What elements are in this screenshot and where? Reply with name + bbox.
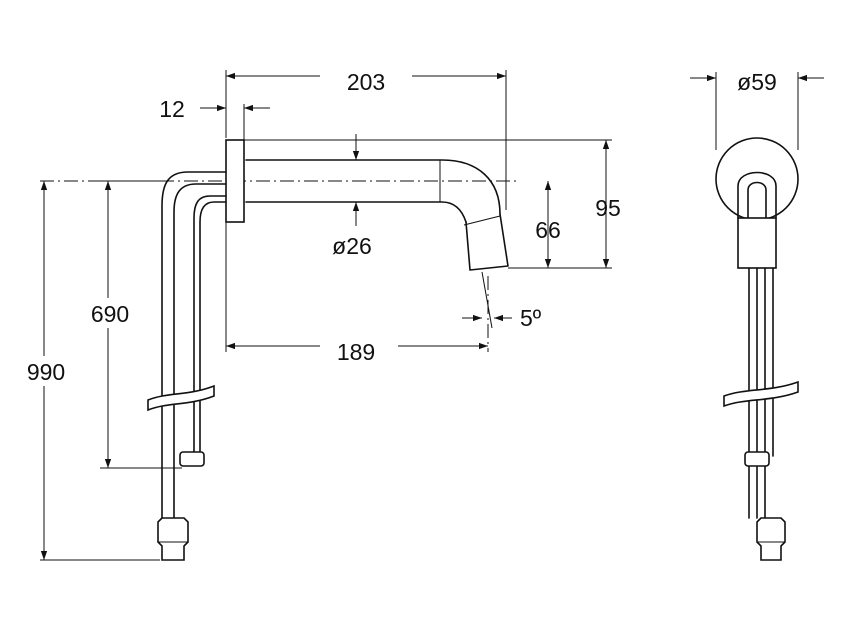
dim-diameter-26: ø26 — [332, 233, 372, 259]
front-nozzle — [737, 217, 777, 269]
supply-tube-inner-back — [199, 201, 227, 457]
dim-203: 203 — [347, 69, 385, 95]
front-spout-loop — [737, 171, 777, 219]
wall-flange — [225, 139, 245, 223]
nozzle-band — [463, 215, 501, 226]
dim-12: 12 — [159, 96, 185, 122]
tube-clip — [179, 451, 205, 467]
bottom-connector — [157, 517, 189, 561]
dim-189: 189 — [337, 339, 375, 365]
side-view: 203 12 ø26 95 66 189 5º 690 — [18, 69, 621, 561]
dim-66: 66 — [535, 217, 561, 243]
front-bottom-connector — [756, 517, 786, 561]
dim-diameter-59: ø59 — [737, 69, 777, 95]
supply-tube-inner — [193, 195, 227, 457]
dim-95: 95 — [595, 195, 621, 221]
front-flange-circle — [715, 137, 799, 221]
front-spout-inner — [747, 181, 767, 219]
dim-angle-5: 5º — [520, 305, 542, 331]
dim-690: 690 — [91, 301, 129, 327]
front-break-mark — [723, 380, 799, 408]
supply-tube-middle — [173, 183, 227, 519]
supply-tube-outer — [161, 171, 227, 519]
dim-990: 990 — [27, 359, 65, 385]
spout-pipe — [245, 159, 501, 223]
spout-nozzle — [465, 213, 509, 271]
break-mark — [147, 384, 215, 412]
front-tube-clip — [744, 451, 770, 467]
front-view: ø59 — [690, 69, 824, 561]
